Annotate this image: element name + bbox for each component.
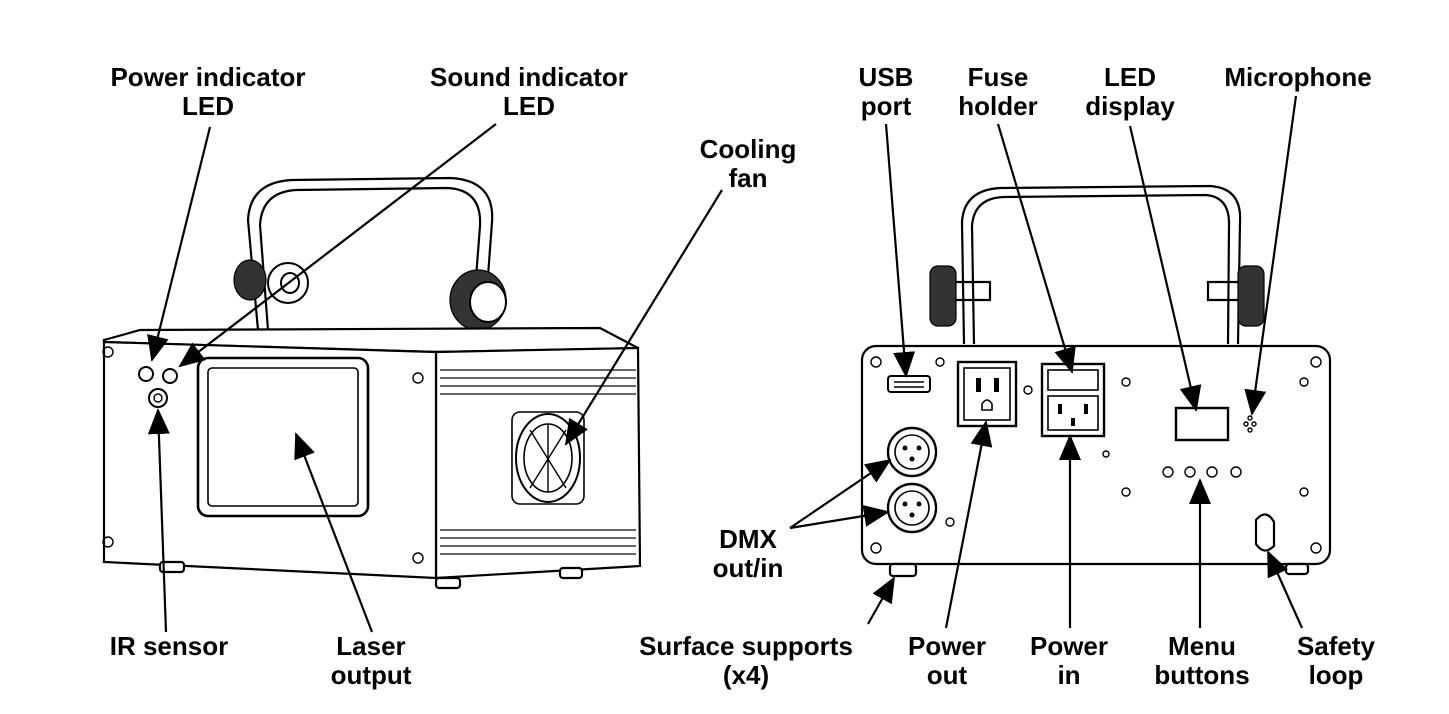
- power-led: [138, 366, 154, 382]
- safety-loop: [1254, 513, 1276, 552]
- microphone-holes: [1243, 415, 1257, 433]
- led-display: [1174, 406, 1230, 442]
- menu-button-1: [1162, 466, 1174, 478]
- menu-button-2: [1184, 466, 1196, 478]
- label-surface-supports: Surface supports(x4): [639, 631, 853, 690]
- fuse-holder: [1047, 369, 1099, 391]
- rear-view: [789, 95, 1332, 629]
- label-ir-sensor: IR sensor: [109, 631, 229, 661]
- left-knob: [233, 259, 267, 301]
- label-microphone: Microphone: [1224, 62, 1372, 92]
- usb-port: [887, 375, 931, 393]
- rear-right-knob: [1237, 265, 1265, 327]
- menu-button-4: [1230, 466, 1242, 478]
- sound-led: [162, 368, 178, 384]
- rear-left-knob: [929, 265, 957, 327]
- front-view: [102, 123, 723, 633]
- menu-button-3: [1206, 466, 1218, 478]
